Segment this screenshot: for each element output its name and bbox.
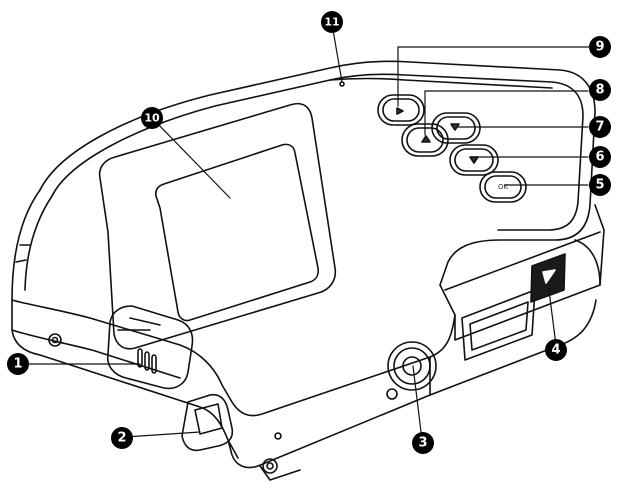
callout-2: 2	[111, 427, 133, 449]
callout-2-label: 2	[117, 431, 126, 446]
ok-button-label: OK	[498, 183, 509, 191]
callout-3-label: 3	[418, 436, 427, 451]
callout-8-label: 8	[595, 83, 604, 98]
callout-10: 10	[141, 107, 163, 129]
callout-11-label: 11	[324, 16, 339, 29]
lcd-screen	[155, 143, 319, 322]
callout-1: 1	[7, 353, 29, 375]
strap-holder	[181, 393, 234, 452]
tripod-socket	[386, 341, 437, 400]
callout-7: 7	[589, 116, 611, 138]
callout-4: 4	[545, 339, 567, 361]
screw-hole	[48, 333, 62, 347]
bottom-screw	[262, 458, 278, 474]
lcd-frame	[98, 102, 337, 350]
nav-left-button[interactable]	[377, 94, 425, 126]
callout-8: 8	[589, 79, 611, 101]
callout-6: 6	[589, 146, 611, 168]
callout-3: 3	[412, 432, 434, 454]
control-panel	[329, 77, 553, 89]
indicator-dot	[274, 432, 282, 440]
callout-5-label: 5	[595, 178, 604, 193]
callout-7-label: 7	[595, 120, 604, 135]
ok-button[interactable]: OK	[479, 171, 527, 203]
callout-5: 5	[589, 174, 611, 196]
callout-1-label: 1	[13, 357, 22, 372]
latch-grip-icon	[137, 348, 143, 368]
usb-port[interactable]	[530, 253, 566, 303]
nav-down-button[interactable]	[449, 144, 499, 176]
callout-9-label: 9	[595, 40, 604, 55]
leader-lines	[19, 23, 599, 441]
battery-cover-latch[interactable]	[106, 305, 194, 390]
callout-10-label: 10	[144, 112, 160, 125]
callout-11: 11	[321, 11, 343, 33]
nav-right-button[interactable]	[431, 112, 481, 144]
callout-9: 9	[589, 36, 611, 58]
callout-4-label: 4	[551, 343, 560, 358]
camera-body	[11, 60, 605, 481]
play-icon	[542, 269, 556, 284]
callout-6-label: 6	[595, 150, 604, 165]
